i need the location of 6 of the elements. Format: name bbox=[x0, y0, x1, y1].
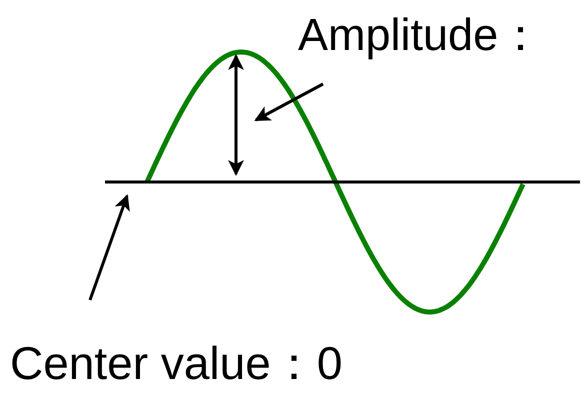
leader-line bbox=[88, 194, 130, 300]
amplitude-arrow bbox=[228, 54, 244, 176]
leader-line bbox=[254, 82, 324, 122]
center-line bbox=[105, 180, 580, 184]
callout-label: Center value：0 bbox=[10, 340, 342, 386]
callout-label: Amplitude： bbox=[298, 12, 544, 57]
